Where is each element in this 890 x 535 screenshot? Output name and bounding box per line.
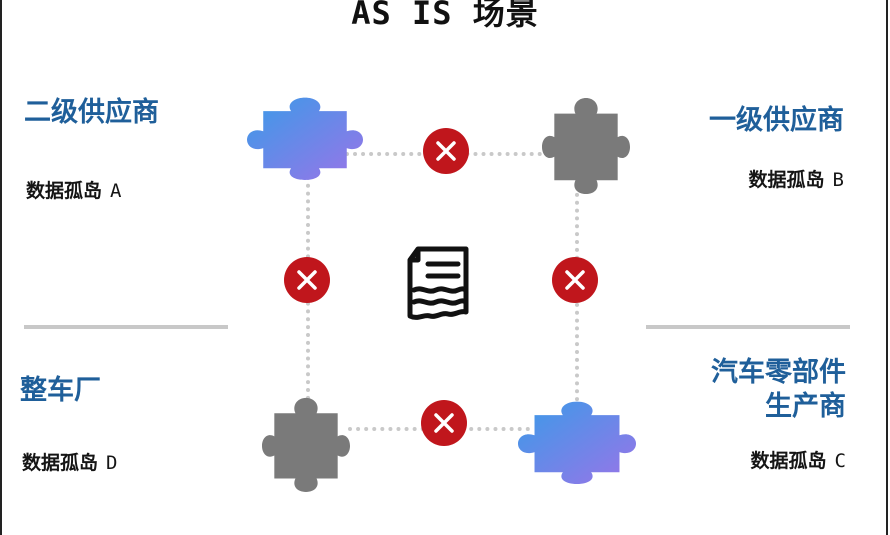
diagram-title: AS IS 场景 bbox=[351, 0, 539, 32]
island-label-bottom-right: 数据孤岛 C bbox=[751, 446, 846, 473]
island-label-top-right: 数据孤岛 B bbox=[749, 165, 844, 192]
island-text: 数据孤岛 bbox=[748, 169, 825, 191]
island-text: 数据孤岛 bbox=[26, 180, 103, 202]
x-circle-icon-bottom bbox=[421, 400, 467, 446]
puzzle-piece-icon-bottom-right bbox=[518, 400, 636, 484]
separator-left bbox=[24, 325, 228, 329]
island-id: C bbox=[834, 450, 846, 472]
role-line-1: 汽车零部件 bbox=[711, 357, 846, 388]
island-id: D bbox=[106, 452, 118, 474]
x-circle-icon-left bbox=[284, 257, 330, 303]
x-circle-icon-right bbox=[552, 257, 598, 303]
island-text: 数据孤岛 bbox=[750, 450, 827, 472]
island-label-top-left: 数据孤岛 A bbox=[26, 176, 121, 203]
island-id: A bbox=[110, 180, 122, 202]
puzzle-piece-icon-top-left bbox=[247, 96, 363, 180]
island-id: B bbox=[832, 169, 844, 191]
link-right bbox=[575, 185, 579, 425]
document-icon bbox=[407, 246, 469, 320]
role-label-bottom-right: 汽车零部件 生产商 bbox=[711, 356, 846, 424]
separator-right bbox=[646, 325, 850, 329]
role-label-top-left: 二级供应商 bbox=[24, 97, 159, 128]
role-line-2: 生产商 bbox=[765, 391, 846, 422]
island-label-bottom-left: 数据孤岛 D bbox=[22, 448, 117, 475]
puzzle-piece-icon-bottom-left bbox=[262, 396, 350, 492]
role-label-top-right: 一级供应商 bbox=[709, 105, 844, 136]
island-text: 数据孤岛 bbox=[22, 452, 99, 474]
x-circle-icon-top bbox=[423, 128, 469, 174]
puzzle-piece-icon-top-right bbox=[542, 96, 630, 194]
role-label-bottom-left: 整车厂 bbox=[20, 375, 101, 406]
